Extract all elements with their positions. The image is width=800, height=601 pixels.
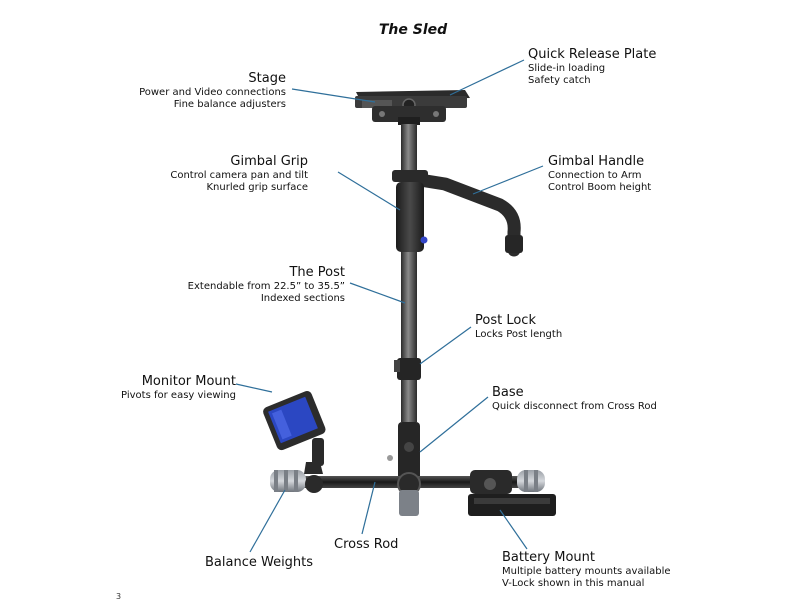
callout-line: Control Boom height bbox=[548, 181, 652, 193]
callout-line: Slide-in loading bbox=[528, 62, 606, 74]
callout-gimbal-handle: Gimbal Handle Connection to Arm Control … bbox=[548, 154, 651, 194]
upper-post bbox=[401, 124, 417, 174]
callout-heading: Stage bbox=[248, 71, 286, 86]
stage-part bbox=[355, 90, 470, 125]
leader-lines bbox=[235, 59, 544, 553]
leader-balance-weights bbox=[249, 489, 286, 553]
leader-gimbal-handle bbox=[472, 165, 544, 195]
leader-post-lock bbox=[419, 326, 472, 365]
callout-base: Base Quick disconnect from Cross Rod bbox=[492, 385, 657, 413]
callout-heading: The Post bbox=[289, 265, 345, 280]
callout-battery-mount: Battery Mount Multiple battery mounts av… bbox=[502, 550, 671, 590]
gimbal-grip-part bbox=[392, 170, 428, 252]
callout-heading: Gimbal Grip bbox=[230, 154, 308, 169]
page-title: The Sled bbox=[378, 22, 448, 38]
post-lock-part bbox=[394, 358, 421, 380]
center-clamp bbox=[397, 472, 421, 516]
callout-balance-weights: Balance Weights bbox=[205, 555, 313, 571]
callout-line: Fine balance adjusters bbox=[173, 98, 286, 110]
callout-monitor-mount: Monitor Mount Pivots for easy viewing bbox=[121, 374, 236, 402]
callout-line: Multiple battery mounts available bbox=[502, 565, 671, 577]
leader-stage bbox=[291, 88, 376, 103]
monitor-mount-part bbox=[263, 390, 326, 474]
callout-heading: Balance Weights bbox=[205, 555, 314, 570]
leader-gimbal-grip bbox=[337, 171, 401, 211]
leader-battery-mount bbox=[499, 509, 528, 550]
callout-the-post: The Post Extendable from 22.5” to 35.5” … bbox=[188, 265, 345, 305]
callout-cross-rod: Cross Rod bbox=[334, 537, 398, 553]
callout-gimbal-grip: Gimbal Grip Control camera pan and tilt … bbox=[170, 154, 308, 194]
callout-heading: Gimbal Handle bbox=[548, 154, 645, 169]
callout-line: Quick disconnect from Cross Rod bbox=[492, 400, 657, 412]
callout-post-lock: Post Lock Locks Post length bbox=[475, 313, 562, 341]
callout-line: Power and Video connections bbox=[139, 86, 286, 98]
gimbal-handle-part bbox=[413, 173, 521, 257]
leader-base bbox=[419, 396, 489, 453]
base-part bbox=[387, 422, 420, 482]
callout-heading: Monitor Mount bbox=[141, 374, 236, 389]
callout-line: Pivots for easy viewing bbox=[121, 389, 236, 401]
callout-heading: Quick Release Plate bbox=[528, 47, 657, 62]
callout-heading: Cross Rod bbox=[334, 537, 399, 552]
leader-monitor-mount bbox=[235, 383, 273, 393]
callout-line: Extendable from 22.5” to 35.5” bbox=[187, 280, 345, 292]
balance-weights-part bbox=[270, 470, 323, 493]
callout-heading: Base bbox=[492, 385, 524, 400]
leader-post bbox=[349, 282, 406, 304]
callout-line: Control camera pan and tilt bbox=[170, 169, 308, 181]
callout-heading: Battery Mount bbox=[502, 550, 595, 565]
lower-post bbox=[401, 252, 417, 422]
callout-line: Connection to Arm bbox=[548, 169, 642, 181]
callout-line: V-Lock shown in this manual bbox=[502, 577, 645, 589]
callout-line: Knurled grip surface bbox=[206, 181, 308, 193]
callout-stage: Stage Power and Video connections Fine b… bbox=[139, 71, 286, 111]
leader-quick-release bbox=[449, 59, 525, 96]
callout-heading: Post Lock bbox=[475, 313, 536, 328]
callout-line: Locks Post length bbox=[475, 328, 563, 340]
battery-mount-part bbox=[468, 470, 556, 516]
leader-cross-rod bbox=[361, 481, 376, 535]
callout-quick-release-plate: Quick Release Plate Slide-in loading Saf… bbox=[528, 47, 656, 87]
page-number: 3 bbox=[116, 592, 122, 601]
callout-line: Safety catch bbox=[528, 74, 591, 86]
callout-line: Indexed sections bbox=[260, 292, 345, 304]
